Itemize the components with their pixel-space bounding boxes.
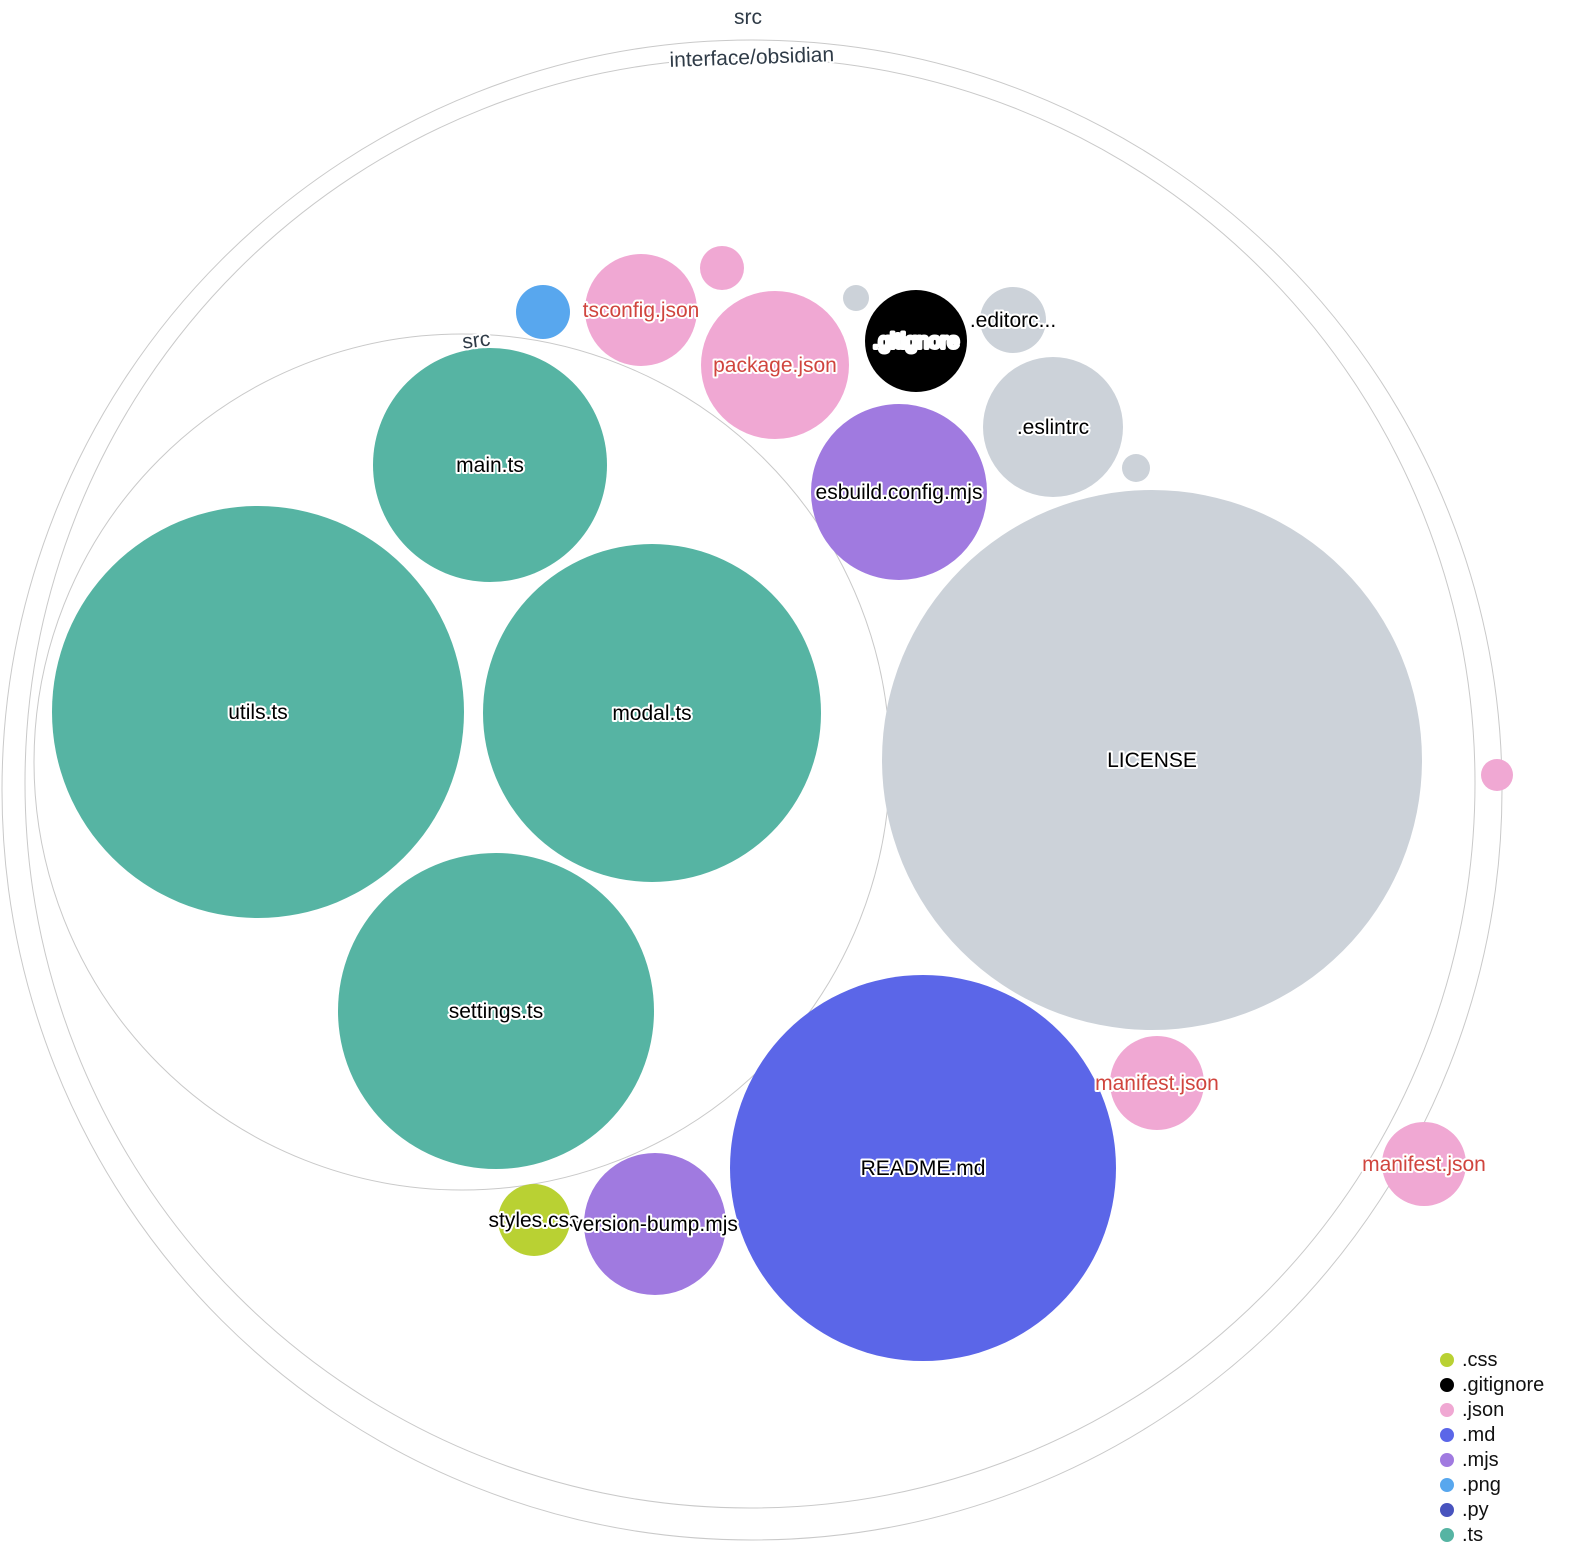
legend-label-png: .png	[1462, 1474, 1501, 1496]
group-label-src-folder: src	[461, 327, 492, 353]
legend: .css .gitignore .json .md .mjs .png .py .ts	[1440, 1350, 1544, 1545]
file-label-editorconfig: .editorc...	[970, 309, 1056, 332]
legend-swatch-png	[1440, 1478, 1454, 1492]
file-bubble-settings-ts	[338, 853, 654, 1169]
legend-swatch-md	[1440, 1428, 1454, 1442]
file-label-manifest-json-outer: manifest.json	[1362, 1153, 1486, 1176]
file-label-modal-ts: modal.ts	[612, 702, 691, 725]
file-label-version-bump-mjs: version-bump.mjs	[572, 1213, 738, 1236]
legend-swatch-gitignore	[1440, 1378, 1454, 1392]
file-bubble-manifest-json-inner	[1110, 1036, 1204, 1130]
legend-item-png: .png	[1440, 1475, 1544, 1495]
legend-item-json: .json	[1440, 1400, 1544, 1420]
group-label-repo: interface/obsidian	[669, 43, 834, 72]
legend-label-mjs: .mjs	[1462, 1449, 1499, 1471]
file-label-package-json: package.json	[713, 354, 837, 377]
legend-swatch-css	[1440, 1353, 1454, 1367]
legend-item-gitignore: .gitignore	[1440, 1375, 1544, 1395]
file-label-tsconfig-json: tsconfig.json	[583, 299, 700, 322]
file-label-utils-ts: utils.ts	[228, 701, 288, 724]
legend-item-md: .md	[1440, 1425, 1544, 1445]
file-bubble-png-file	[516, 285, 570, 339]
file-label-styles-css: styles.css	[488, 1209, 579, 1232]
file-label-manifest-json-inner: manifest.json	[1095, 1072, 1219, 1095]
file-bubble-esbuild-config-mjs	[811, 404, 987, 580]
file-label-main-ts: main.ts	[456, 454, 524, 477]
file-bubble-editorconfig	[980, 287, 1046, 353]
file-bubble-manifest-json-outer	[1382, 1122, 1466, 1206]
file-bubble-main-ts	[373, 348, 607, 582]
file-bubble-json-dot-right	[1481, 759, 1513, 791]
legend-label-ts: .ts	[1462, 1524, 1484, 1546]
file-bubble-styles-css	[498, 1184, 570, 1256]
file-label-settings-ts: settings.ts	[449, 1000, 544, 1023]
file-bubble-version-bump-mjs	[584, 1153, 726, 1295]
file-bubble-gitignore	[865, 290, 967, 392]
legend-label-json: .json	[1462, 1399, 1505, 1421]
file-bubble-license	[882, 490, 1422, 1030]
group-label-root: src	[734, 6, 762, 29]
legend-item-css: .css	[1440, 1350, 1544, 1370]
group-circle-repo	[24, 57, 1476, 1509]
file-bubble-utils-ts	[52, 506, 464, 918]
legend-swatch-json	[1440, 1403, 1454, 1417]
file-bubble-json-small	[700, 246, 744, 290]
legend-label-gitignore: .gitignore	[1462, 1374, 1545, 1396]
legend-label-css: .css	[1462, 1349, 1498, 1371]
legend-label-md: .md	[1462, 1424, 1496, 1446]
file-label-eslintrc: .eslintrc	[1017, 416, 1089, 439]
file-bubble-gray-small-2	[1122, 454, 1150, 482]
file-bubble-gray-small-1	[843, 285, 869, 311]
legend-item-mjs: .mjs	[1440, 1450, 1544, 1470]
legend-item-py: .py	[1440, 1500, 1544, 1520]
legend-item-ts: .ts	[1440, 1525, 1544, 1545]
file-label-readme-md: README.md	[861, 1157, 986, 1180]
file-label-license: LICENSE	[1107, 749, 1197, 772]
file-bubble-tsconfig-json	[585, 254, 697, 366]
file-bubble-eslintrc	[983, 357, 1123, 497]
file-bubble-package-json	[701, 291, 849, 439]
file-bubble-modal-ts	[483, 544, 821, 882]
file-bubble-readme-md	[730, 975, 1116, 1361]
legend-swatch-ts	[1440, 1528, 1454, 1542]
legend-swatch-py	[1440, 1503, 1454, 1517]
file-label-gitignore: .gitignore	[873, 330, 959, 353]
file-label-esbuild-config-mjs: esbuild.config.mjs	[816, 481, 983, 504]
legend-label-py: .py	[1462, 1499, 1489, 1521]
legend-swatch-mjs	[1440, 1453, 1454, 1467]
